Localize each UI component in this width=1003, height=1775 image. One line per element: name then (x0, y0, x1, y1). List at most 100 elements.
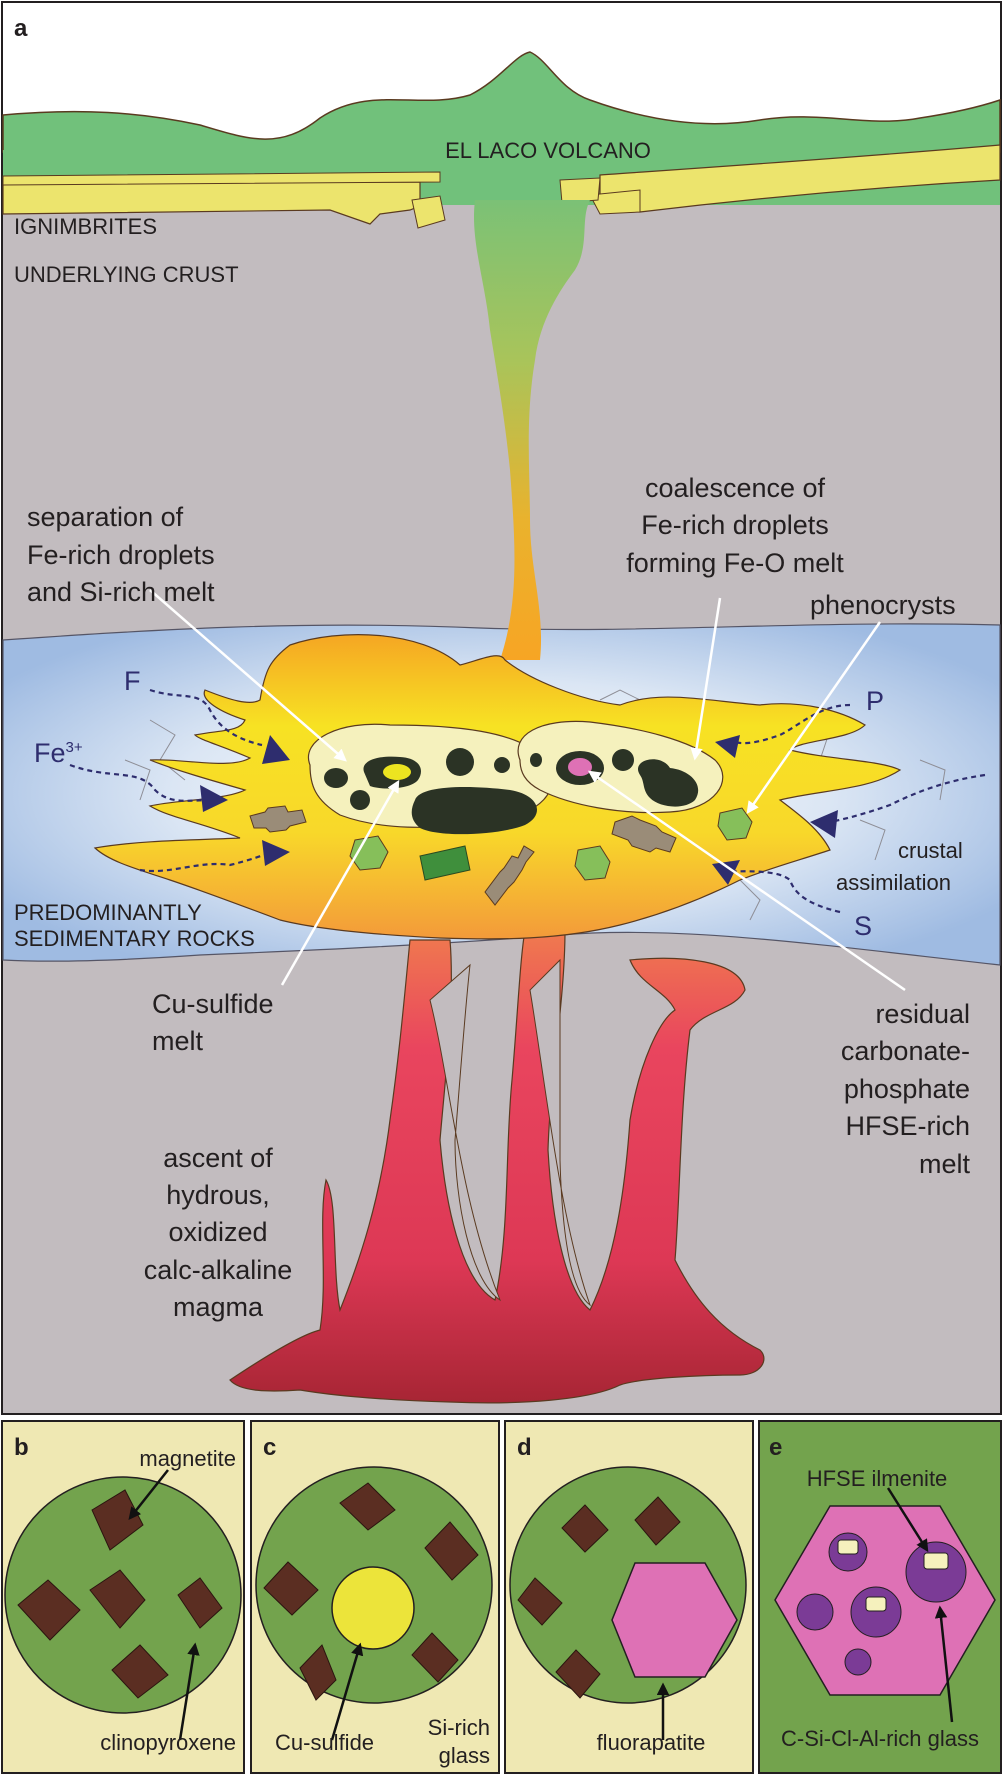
ignimbrites-label: IGNIMBRITES (14, 214, 157, 239)
magnetite-crystal (91, 1489, 144, 1551)
crystal-lath (611, 815, 677, 853)
magnetite-arrow (128, 1469, 169, 1520)
element-p-label: P (866, 686, 884, 716)
magnetite-crystal (555, 1649, 601, 1699)
fe-oxide-melt (637, 759, 699, 807)
ascent-label-line5: magma (173, 1292, 264, 1322)
separation-label-line3: and Si-rich melt (27, 577, 215, 607)
crustal-label-line1: crustal (898, 838, 963, 863)
magnetite-crystal (111, 1644, 169, 1699)
fluorapatite-crystal (611, 1562, 738, 1678)
residual-label-line2: carbonate- (841, 1036, 970, 1066)
panel-c-letter: c (263, 1434, 276, 1461)
ascent-label-line4: calc-alkaline (144, 1255, 293, 1285)
volcano-label: EL LACO VOLCANO (445, 138, 651, 163)
coalescence-label-line2: Fe-rich droplets (641, 510, 829, 540)
crust-gap (529, 958, 592, 1307)
residual-label-line3: phosphate (844, 1074, 970, 1104)
underlying-crust-label: UNDERLYING CRUST (14, 262, 239, 287)
magnetite-crystal (424, 1521, 479, 1581)
element-fe-text: Fe (34, 738, 66, 768)
magnetite-crystals (263, 1482, 479, 1701)
hfse-ilmenite-label: HFSE ilmenite (807, 1466, 948, 1491)
element-fe-superscript: 3+ (66, 739, 83, 756)
clinopyroxene-arrow (178, 1642, 200, 1741)
panel-e-letter: e (769, 1434, 782, 1461)
element-s-label: S (854, 911, 872, 941)
volcanic-conduit (473, 200, 590, 660)
arrowhead-s (712, 860, 740, 885)
ascent-label-line1: ascent of (163, 1143, 273, 1173)
arrow-separation (149, 589, 347, 762)
panel-d-letter: d (517, 1434, 532, 1461)
arrowhead-f (262, 735, 290, 764)
magnetite-crystals (517, 1496, 681, 1699)
coalescence-label-line3: forming Fe-O melt (626, 548, 844, 578)
panel-a-letter: a (14, 15, 28, 42)
residual-label-line5: melt (919, 1149, 971, 1179)
residual-label-line1: residual (875, 999, 970, 1029)
magnetite-crystal (517, 1577, 563, 1626)
panel-d: d fluorapatite (504, 1420, 754, 1774)
residual-label: residual carbonate- phosphate HFSE-rich … (841, 999, 971, 1179)
ignimbrite-layer-left (2, 181, 421, 225)
panel-b-letter: b (14, 1434, 29, 1461)
glass-label: C-Si-Cl-Al-rich glass (781, 1726, 979, 1751)
crustal-label-line2: assimilation (836, 870, 951, 895)
arrow-residual (587, 770, 906, 992)
glass-inclusion (796, 1593, 834, 1631)
crust-gap (429, 963, 502, 1302)
magnetite-crystal (634, 1496, 681, 1546)
ignimbrite-layer-right (599, 144, 1001, 213)
phenocryst-dark-green (419, 845, 471, 881)
glass-arrow (934, 1605, 954, 1723)
ignimbrite-layer-top (2, 171, 441, 186)
phenocrysts-label: phenocrysts (810, 590, 956, 620)
cu-sulfide-droplet (383, 764, 411, 780)
ilmenite-crystals (837, 1539, 949, 1612)
arrowhead-fe (200, 785, 228, 812)
glass-inclusion (905, 1541, 967, 1603)
cu-sulfide-globule (331, 1566, 415, 1650)
element-f-label: F (124, 666, 141, 696)
magnetite-crystals (17, 1489, 223, 1699)
ilmenite-crystal (923, 1552, 949, 1570)
arrowhead-sed (262, 840, 290, 866)
residual-label-line4: HFSE-rich (845, 1111, 970, 1141)
panel-e: e HFSE ilmenite C-Si-Cl-Al-rich glass (758, 1420, 1002, 1774)
arrow-cu-sulfide (280, 779, 400, 986)
arrow-coalescence (690, 597, 722, 761)
ilmenite-crystal (837, 1539, 859, 1555)
phenocryst-green (349, 835, 389, 871)
sedimentary-label-line2: SEDIMENTARY ROCKS (14, 926, 255, 951)
fluorapatite-label: fluorapatite (597, 1730, 706, 1755)
glass-inclusion (844, 1648, 872, 1676)
fe-oxide-droplet (324, 768, 348, 788)
ignimbrite-block (559, 177, 601, 204)
cu-sulfide-label-line1: Cu-sulfide (152, 989, 274, 1019)
arrow-phenocrysts (746, 621, 882, 815)
magnetite-crystal (177, 1577, 223, 1629)
magnetite-label: magnetite (139, 1446, 236, 1471)
separation-label-line1: separation of (27, 502, 184, 532)
magma-feeder-dikes (229, 929, 765, 1404)
fe-oxide-droplet (612, 749, 634, 771)
magnetite-crystal (263, 1561, 319, 1616)
separation-label: separation of Fe-rich droplets and Si-ri… (27, 502, 215, 607)
si-rich-label-line1: Si-rich (428, 1715, 490, 1740)
phenocryst-green (717, 807, 753, 841)
ignimbrite-block (589, 189, 641, 215)
coalescence-label: coalescence of Fe-rich droplets forming … (626, 473, 844, 578)
cu-sulfide-label-line2: melt (152, 1026, 204, 1056)
magnetite-crystal (411, 1632, 459, 1683)
assimilation-paths (69, 688, 986, 914)
element-fe-label: Fe3+ (34, 738, 83, 768)
magnetite-crystal (561, 1504, 609, 1553)
ilmenite-crystal (865, 1596, 887, 1612)
clinopyroxene-label: clinopyroxene (100, 1730, 236, 1755)
magnetite-crystal (17, 1579, 81, 1641)
arrowhead-crustal (810, 810, 838, 838)
cu-sulfide-label: Cu-sulfide (275, 1730, 374, 1755)
crystal-lath (249, 805, 307, 833)
